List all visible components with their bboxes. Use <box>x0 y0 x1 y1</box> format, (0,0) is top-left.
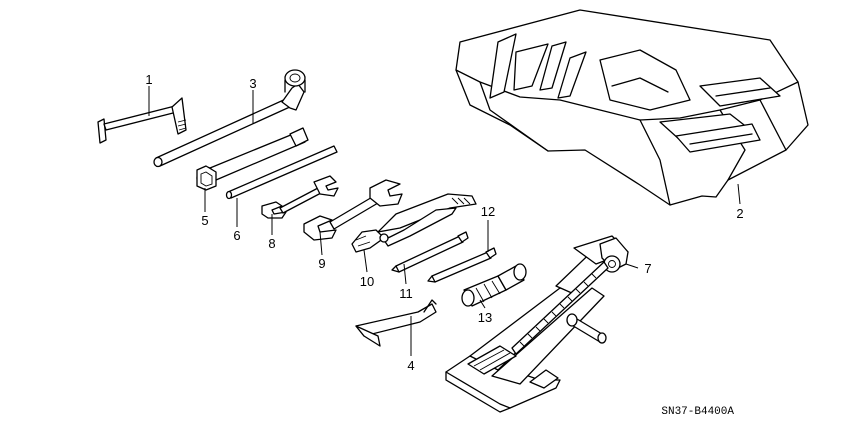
callout-3: 3 <box>249 76 256 91</box>
screwdriver-bit <box>391 231 469 273</box>
drawing-code: SN37-B4400A <box>661 406 734 418</box>
leader-11 <box>403 263 407 285</box>
callouts: 1 2 3 4 5 6 7 8 9 10 11 12 13 <box>145 72 743 373</box>
callout-2: 2 <box>736 206 743 221</box>
callout-13: 13 <box>478 310 492 325</box>
tool-tray <box>455 9 809 206</box>
tire-lever <box>355 299 437 347</box>
callout-9: 9 <box>318 256 325 271</box>
leader-13 <box>479 299 486 309</box>
scissor-jack <box>445 235 629 413</box>
leader-lines <box>148 86 741 356</box>
socket <box>196 127 309 191</box>
callout-11: 11 <box>399 286 413 301</box>
leader-9 <box>319 231 323 256</box>
leader-7 <box>625 263 639 269</box>
callout-7: 7 <box>644 261 651 276</box>
hex-key-wrench <box>97 97 187 144</box>
pliers <box>351 193 477 253</box>
callout-8: 8 <box>268 236 275 251</box>
callout-12: 12 <box>481 204 495 219</box>
callout-1: 1 <box>145 72 152 87</box>
leader-2 <box>737 183 741 205</box>
callout-4: 4 <box>407 358 414 373</box>
extension-bar <box>225 145 338 200</box>
wheel-nut-wrench <box>153 69 306 168</box>
callout-10: 10 <box>360 274 374 289</box>
leader-10 <box>363 249 368 273</box>
callout-6: 6 <box>233 228 240 243</box>
callout-5: 5 <box>201 213 208 228</box>
large-open-end-wrench <box>303 179 403 241</box>
small-open-end-wrench <box>261 175 339 219</box>
screwdriver-handle <box>461 263 527 307</box>
screwdriver-bit-phillips <box>427 247 497 283</box>
